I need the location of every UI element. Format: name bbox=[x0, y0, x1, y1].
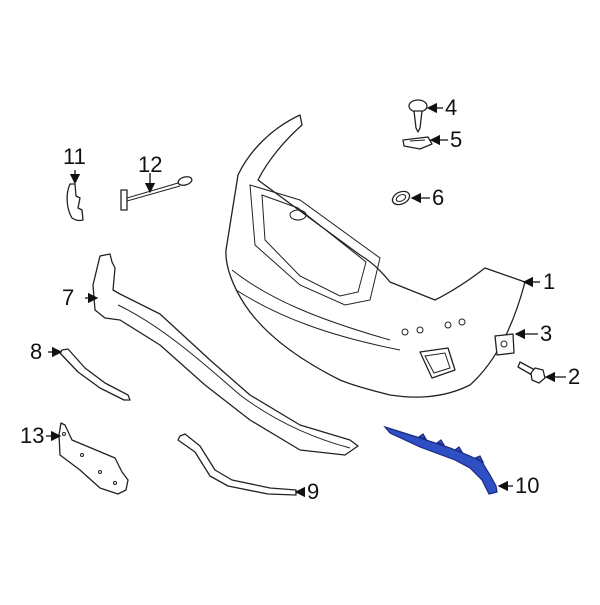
lower-molding-part[interactable] bbox=[177, 433, 297, 496]
leader-arrows bbox=[46, 102, 566, 498]
callout-7: 7 bbox=[62, 285, 75, 310]
grommet-part[interactable] bbox=[390, 189, 411, 207]
license-plate-bracket-part[interactable] bbox=[58, 422, 129, 495]
clip-nut-part[interactable] bbox=[494, 333, 515, 356]
highlighted-trim-molding-part[interactable] bbox=[383, 425, 498, 495]
bolt-part[interactable] bbox=[517, 361, 546, 384]
callout-4: 4 bbox=[445, 95, 458, 120]
screw-part[interactable] bbox=[408, 99, 428, 133]
callout-9: 9 bbox=[307, 479, 320, 504]
callout-1: 1 bbox=[543, 269, 556, 294]
tow-eye-retainer-part[interactable] bbox=[120, 175, 193, 211]
callout-11: 11 bbox=[63, 144, 86, 169]
callout-13: 13 bbox=[20, 423, 45, 448]
callout-10: 10 bbox=[515, 473, 540, 498]
bumper-cover-part[interactable] bbox=[225, 114, 526, 398]
clip-part[interactable] bbox=[402, 136, 433, 150]
side-molding-part[interactable] bbox=[59, 348, 131, 401]
lower-trim-strip-part[interactable] bbox=[92, 253, 359, 456]
callout-12: 12 bbox=[138, 152, 163, 177]
callout-8: 8 bbox=[30, 339, 43, 364]
callout-3: 3 bbox=[540, 321, 553, 346]
tow-eye-cover-part[interactable] bbox=[66, 183, 84, 222]
callout-5: 5 bbox=[450, 127, 463, 152]
callout-6: 6 bbox=[432, 185, 445, 210]
callout-2: 2 bbox=[568, 364, 581, 389]
